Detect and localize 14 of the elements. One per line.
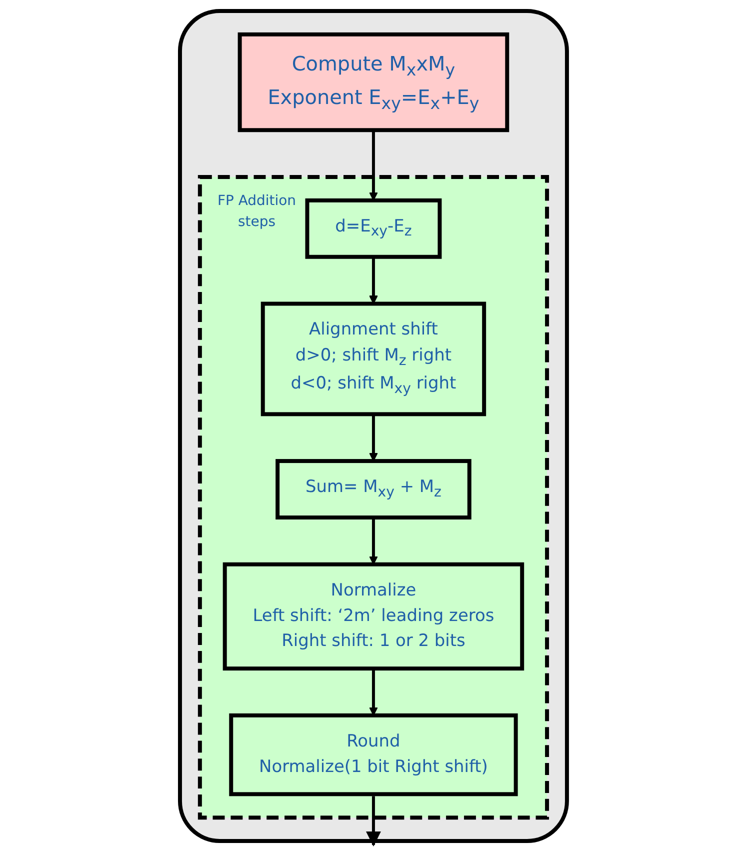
node-box: Round Normalize(1 bit Right shift)	[228, 713, 518, 796]
arrow	[368, 130, 378, 201]
arrow	[368, 256, 378, 304]
node-box: Sum= M$_{xy}$ + M$_{z}$	[275, 459, 471, 520]
node-box: d=E$_{xy}$-E$_{z}$	[304, 198, 442, 259]
arrow	[366, 796, 380, 846]
arrow	[368, 668, 378, 716]
cluster	[197, 175, 549, 820]
node-box: Alignment shift d>0; shift M$_{z}$ right d<0; shift M$_{xy}$ right	[260, 302, 486, 416]
node-box: Compute M$_{x}$xM$_{y}$ Exponent E$_{xy}$=E$_{x}$+E$_{y}$	[237, 32, 509, 132]
arrow	[368, 518, 378, 565]
node-box: Normalize Left shift: ‘2m’ leading zeros Right shift: 1 or 2 bits	[222, 562, 524, 671]
arrow	[368, 414, 378, 462]
group-title: FP Addition steps	[217, 192, 296, 230]
